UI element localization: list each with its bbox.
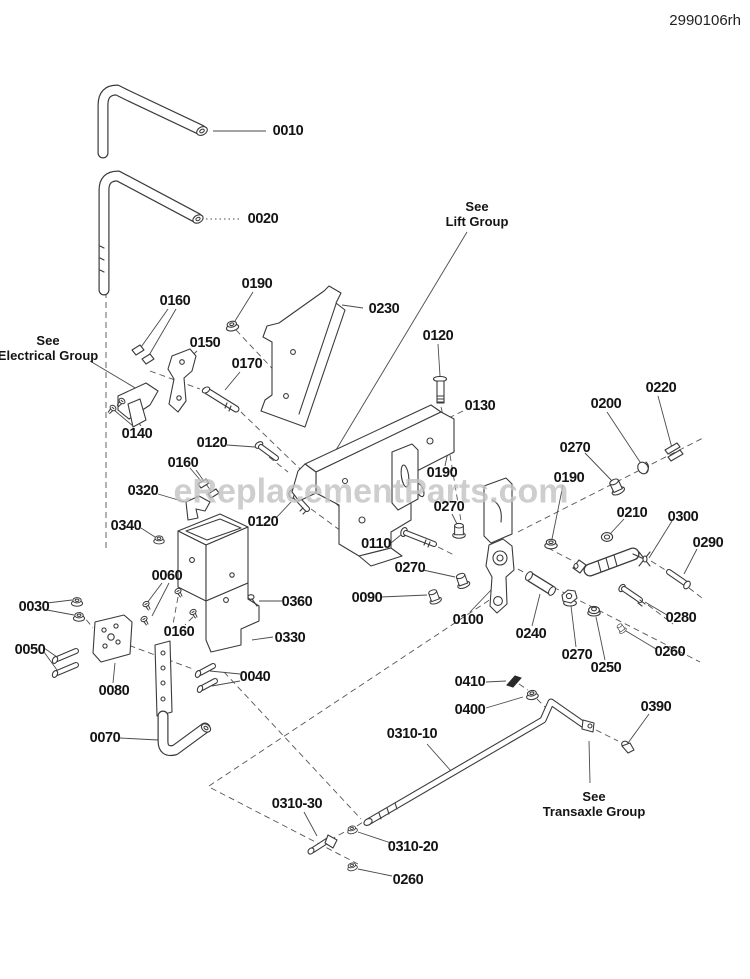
part-label-0240-31: 0240	[515, 626, 547, 642]
part-label-0140-8: 0140	[121, 426, 153, 442]
part-label-0070-44: 0070	[89, 730, 121, 746]
part-label-0200-12: 0200	[590, 396, 622, 412]
part-label-0100-29: 0100	[452, 612, 484, 628]
part-label-0170-6: 0170	[231, 356, 263, 372]
part-label-0160-13: 0160	[167, 455, 199, 471]
part-drawings	[51, 84, 691, 873]
part-label-0080-39: 0080	[98, 683, 130, 699]
part-0120-bolt-top	[432, 375, 448, 404]
part-label-0190-16: 0190	[426, 465, 458, 481]
part-label-0320-15: 0320	[127, 483, 159, 499]
part-label-0260-48: 0260	[392, 872, 424, 888]
part-0360-pin	[247, 594, 258, 607]
part-label-0150-5: 0150	[189, 335, 221, 351]
part-pivot-upright	[483, 477, 513, 544]
part-label-0390-43: 0390	[640, 699, 672, 715]
part-0160-clips-upper	[131, 344, 155, 365]
part-label-0360-27: 0360	[281, 594, 313, 610]
part-label-0210-21: 0210	[616, 505, 648, 521]
part-label-0090-28: 0090	[351, 590, 383, 606]
part-label-0120-19: 0120	[247, 514, 279, 530]
part-0310-10-rod	[363, 698, 595, 826]
group-note-1: See Electrical Group	[0, 333, 99, 363]
part-0410-clip	[506, 675, 522, 688]
part-label-0190-3: 0190	[241, 276, 273, 292]
watermark: eReplacementParts.com	[173, 472, 569, 511]
part-0230-plate	[260, 285, 346, 428]
part-0240-spacer	[524, 571, 557, 596]
diagram-code: 2990106rh	[669, 12, 741, 29]
part-label-0330-34: 0330	[274, 630, 306, 646]
part-label-0160-2: 0160	[159, 293, 191, 309]
part-label-0310-10-45: 0310-10	[386, 726, 438, 742]
part-label-0130-10: 0130	[464, 398, 496, 414]
part-0020-tube	[98, 170, 204, 296]
part-label-0280-32: 0280	[665, 610, 697, 626]
part-label-0250-38: 0250	[590, 660, 622, 676]
part-label-0270-25: 0270	[394, 560, 426, 576]
part-0280-bolt	[618, 583, 646, 607]
part-label-0290-24: 0290	[692, 535, 724, 551]
part-label-0110-23: 0110	[361, 536, 391, 552]
leader-lines	[43, 130, 698, 877]
part-0120-bolt-left	[254, 441, 279, 461]
part-0100-pivot	[485, 538, 515, 614]
part-label-0300-22: 0300	[667, 509, 699, 525]
part-0390-bolt	[621, 740, 635, 754]
part-label-0310-20-47: 0310-20	[387, 839, 439, 855]
part-label-0190-17: 0190	[553, 470, 585, 486]
part-0320-bracket	[185, 478, 220, 521]
part-label-0010-0: 0010	[272, 123, 304, 139]
part-0220-clip	[664, 442, 684, 462]
part-label-0270-20: 0270	[433, 499, 465, 515]
part-0080-plate	[92, 614, 133, 663]
part-electrical-bracket	[105, 382, 159, 428]
part-0250-washer	[587, 605, 601, 617]
part-label-0020-1: 0020	[247, 211, 279, 227]
part-0010-tube	[97, 84, 208, 159]
part-0310-30-link	[307, 834, 338, 855]
part-0150-bracket	[167, 348, 197, 413]
part-label-0230-4: 0230	[368, 301, 400, 317]
part-label-0050-36: 0050	[14, 642, 46, 658]
part-label-0160-33: 0160	[163, 624, 195, 640]
part-label-0120-9: 0120	[196, 435, 228, 451]
part-label-0270-14: 0270	[559, 440, 591, 456]
part-0170-pin	[201, 386, 240, 413]
part-0110-bolt	[400, 527, 437, 548]
part-label-0120-7: 0120	[422, 328, 454, 344]
part-0270-hexnut	[561, 589, 578, 607]
part-0200-clevis	[637, 461, 650, 475]
group-note-0: See Lift Group	[445, 199, 509, 229]
part-0300-spring-link	[572, 547, 651, 577]
part-0290-pin	[666, 569, 691, 590]
part-label-0340-18: 0340	[110, 518, 142, 534]
part-label-0410-41: 0410	[454, 674, 486, 690]
part-0130-frame	[291, 404, 455, 567]
part-label-0220-11: 0220	[645, 380, 677, 396]
part-label-0400-42: 0400	[454, 702, 486, 718]
part-label-0260-35: 0260	[654, 644, 686, 660]
part-label-0040-40: 0040	[239, 669, 271, 685]
part-label-0270-37: 0270	[561, 647, 593, 663]
part-0210-ring	[600, 532, 614, 542]
part-0050-bolts	[51, 648, 79, 678]
part-label-0030-30: 0030	[18, 599, 50, 615]
part-0330-channel	[177, 513, 260, 653]
part-label-0060-26: 0060	[151, 568, 183, 584]
part-label-0310-30-46: 0310-30	[271, 796, 323, 812]
group-note-2: See Transaxle Group	[542, 789, 646, 819]
part-0070-rod	[154, 640, 212, 757]
part-0040-bolts	[194, 663, 218, 693]
